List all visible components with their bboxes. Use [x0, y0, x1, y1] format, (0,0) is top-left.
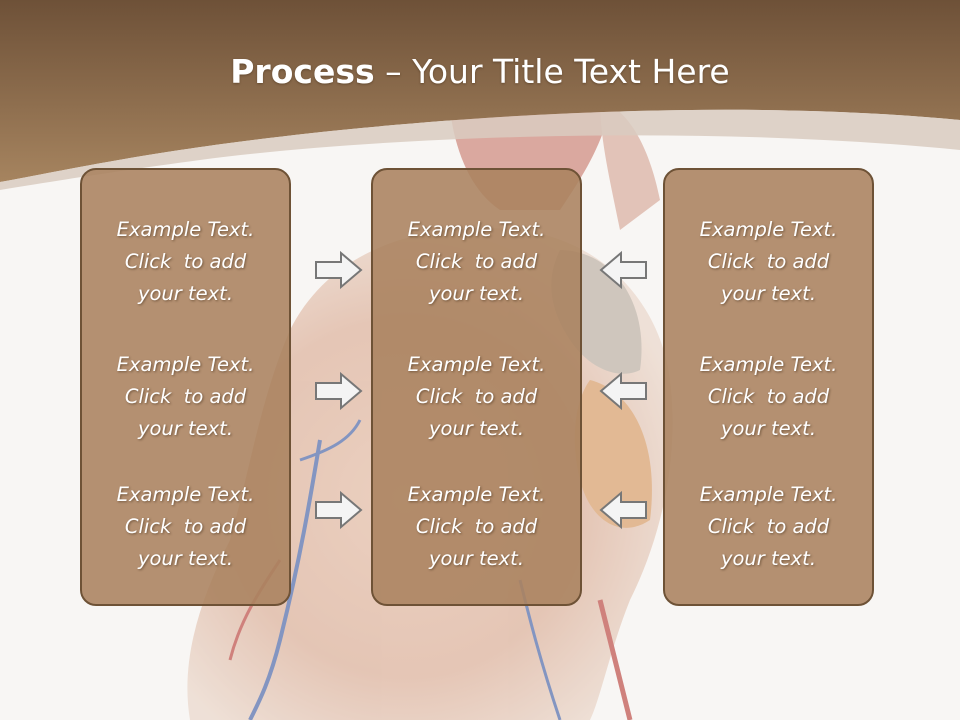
title-rest: – Your Title Text Here: [374, 52, 730, 91]
text-line: your text.: [137, 282, 234, 305]
text-line: your text.: [428, 417, 525, 440]
text-line: Example Text.: [116, 483, 255, 506]
text-line: your text.: [428, 282, 525, 305]
text-block[interactable]: Example Text. Click to add your text.: [665, 214, 872, 310]
text-block[interactable]: Example Text. Click to add your text.: [373, 214, 580, 310]
text-line: Example Text.: [699, 353, 838, 376]
text-line: Click to add: [415, 515, 538, 538]
text-block[interactable]: Example Text. Click to add your text.: [665, 479, 872, 575]
text-line: Example Text.: [699, 218, 838, 241]
process-box-right[interactable]: Example Text. Click to add your text. Ex…: [663, 168, 874, 606]
title-bold: Process: [230, 52, 375, 91]
text-line: Click to add: [707, 250, 830, 273]
arrow-right-icon: [315, 371, 363, 411]
header-band: [0, 0, 960, 190]
text-line: Click to add: [124, 250, 247, 273]
text-line: Click to add: [124, 385, 247, 408]
text-block[interactable]: Example Text. Click to add your text.: [373, 479, 580, 575]
arrow-right-icon: [315, 250, 363, 290]
text-line: your text.: [428, 547, 525, 570]
text-line: Example Text.: [407, 218, 546, 241]
text-line: Example Text.: [407, 353, 546, 376]
text-line: Example Text.: [699, 483, 838, 506]
arrow-right-icon: [315, 490, 363, 530]
text-line: your text.: [720, 547, 817, 570]
text-line: Click to add: [707, 515, 830, 538]
text-block[interactable]: Example Text. Click to add your text.: [82, 349, 289, 445]
text-line: Example Text.: [407, 483, 546, 506]
slide-title[interactable]: Process – Your Title Text Here: [0, 52, 960, 91]
text-line: Click to add: [124, 515, 247, 538]
text-block[interactable]: Example Text. Click to add your text.: [82, 214, 289, 310]
text-line: Click to add: [415, 250, 538, 273]
arrow-left-icon: [599, 250, 647, 290]
text-line: Example Text.: [116, 218, 255, 241]
text-line: Example Text.: [116, 353, 255, 376]
text-block[interactable]: Example Text. Click to add your text.: [82, 479, 289, 575]
text-line: Click to add: [707, 385, 830, 408]
text-block[interactable]: Example Text. Click to add your text.: [373, 349, 580, 445]
text-line: your text.: [137, 547, 234, 570]
text-line: your text.: [137, 417, 234, 440]
text-line: your text.: [720, 282, 817, 305]
text-line: Click to add: [415, 385, 538, 408]
process-box-center[interactable]: Example Text. Click to add your text. Ex…: [371, 168, 582, 606]
process-box-left[interactable]: Example Text. Click to add your text. Ex…: [80, 168, 291, 606]
text-line: your text.: [720, 417, 817, 440]
arrow-left-icon: [599, 490, 647, 530]
text-block[interactable]: Example Text. Click to add your text.: [665, 349, 872, 445]
arrow-left-icon: [599, 371, 647, 411]
